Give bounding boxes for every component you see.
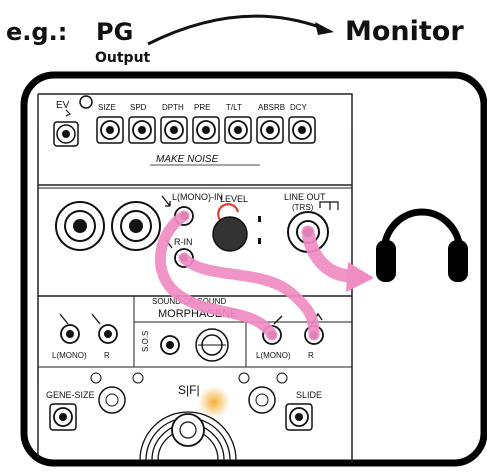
big-jack-right[interactable] <box>120 210 152 242</box>
destination-label: Monitor <box>345 16 464 47</box>
top-jack-label: DCY <box>290 103 308 112</box>
gene-size-mini-knob-2 <box>132 372 144 384</box>
top-jack-label: SPD <box>130 103 147 112</box>
slide-knob[interactable] <box>248 386 276 414</box>
top-jack-label: PRE <box>194 103 210 112</box>
level-indicator-2 <box>258 238 261 244</box>
gene-size-knob[interactable] <box>98 386 126 414</box>
top-jack-hole <box>202 126 210 134</box>
level-rotate-arrow <box>217 203 240 223</box>
make-noise-brand: MAKE NOISE <box>156 154 219 165</box>
module-frame <box>20 71 487 467</box>
big-jack-left-outer <box>55 201 105 251</box>
top-jack-housing <box>160 116 188 144</box>
output-arrowhead <box>346 262 374 292</box>
top-jack-hole <box>266 126 274 134</box>
level-knob[interactable] <box>212 216 248 252</box>
l-in-arrow <box>161 195 171 207</box>
sos-jack-hole <box>166 341 174 349</box>
top-jack-label: SIZE <box>98 103 116 112</box>
source-label: PG <box>96 18 134 46</box>
top-jack-housing <box>192 116 220 144</box>
level-label: LEVEL <box>220 194 248 204</box>
top-jack-label: ABSRB <box>258 103 285 112</box>
slide-mini-knob-2 <box>276 372 288 384</box>
trs-icon <box>319 201 339 210</box>
top-jack-housing <box>288 116 316 144</box>
patch-cable-r <box>178 252 320 341</box>
morph-out-l-label: L(MONO) <box>256 351 291 360</box>
gene-size-jack-hole <box>59 413 67 421</box>
gene-size-knob-hub <box>105 393 119 407</box>
top-jack-housing <box>96 116 124 144</box>
morph-in-l-arrow <box>59 313 69 325</box>
sos-knob-outer <box>195 328 229 362</box>
morph-in-l-label: L(MONO) <box>52 351 87 360</box>
sf-knob-hub <box>179 421 197 439</box>
flow-arrow <box>147 14 323 46</box>
line-out-sub-label: (TRS) <box>292 203 314 212</box>
top-jack-hole <box>106 126 114 134</box>
output-cable <box>301 225 359 283</box>
sf-knob[interactable] <box>171 413 205 447</box>
sf-glow <box>198 386 230 418</box>
slide-mini-knob <box>238 372 250 384</box>
top-jack-hole <box>170 126 178 134</box>
gene-size-jack-housing <box>49 403 77 431</box>
line-out-label: LINE OUT <box>284 192 326 202</box>
morph-in-r-label: R <box>104 351 110 360</box>
top-module: EV SIZE SPD DPTH PRE T/LT ABSRB DCY MAKE NOISE <box>53 95 316 166</box>
eg-label: e.g.: <box>6 18 68 46</box>
morph-in-r-arrow <box>91 313 101 325</box>
bottom-module: SOUND ON SOUND MORPHAGENE L(MONO) R S.O.… <box>38 296 352 461</box>
big-jack-right-outer <box>111 201 161 251</box>
big-jack-right-hole <box>129 219 143 233</box>
top-jack-label: T/LT <box>226 103 242 112</box>
morph-out-l-arrow <box>273 315 283 325</box>
ev-icon <box>65 109 71 117</box>
slide-jack-housing <box>285 403 313 431</box>
top-jack-hole <box>234 126 242 134</box>
ev-label: EV <box>56 100 70 111</box>
ev-jack-housing <box>53 121 79 147</box>
r-in-label: R-IN <box>174 237 193 247</box>
l-mono-in-label: L(MONO)-IN <box>172 192 223 202</box>
slide-label: SLIDE <box>296 390 322 400</box>
headphones-icon <box>376 208 468 282</box>
big-jack-left-hole <box>73 219 87 233</box>
top-jack-housing <box>128 116 156 144</box>
patch-cable-l <box>155 210 278 341</box>
big-jack-left[interactable] <box>64 210 96 242</box>
module-panel-outline <box>37 93 353 463</box>
top-jack-label: DPTH <box>162 103 184 112</box>
top-jack-hole <box>138 126 146 134</box>
slide-knob-hub <box>255 393 269 407</box>
ev-ring <box>79 95 93 109</box>
level-indicator <box>258 216 261 222</box>
morph-in-r-jack-hole <box>104 330 112 338</box>
sf-label: S|F| <box>178 383 200 397</box>
top-jack-hole <box>298 126 306 134</box>
top-jack-housing <box>224 116 252 144</box>
patch-cables <box>155 210 320 341</box>
morph-out-r-label: R <box>308 351 314 360</box>
slide-jack-hole <box>295 413 303 421</box>
sos-label: S.O.S <box>141 331 150 352</box>
top-jack-housing <box>256 116 284 144</box>
gene-size-label: GENE-SIZE <box>46 390 95 400</box>
morph-in-l-jack-hole <box>66 330 74 338</box>
ev-jack-hole <box>62 130 70 138</box>
gene-size-mini-knob <box>90 372 102 384</box>
flow-arrowhead <box>315 22 334 35</box>
source-sub-label: Output <box>95 50 151 66</box>
